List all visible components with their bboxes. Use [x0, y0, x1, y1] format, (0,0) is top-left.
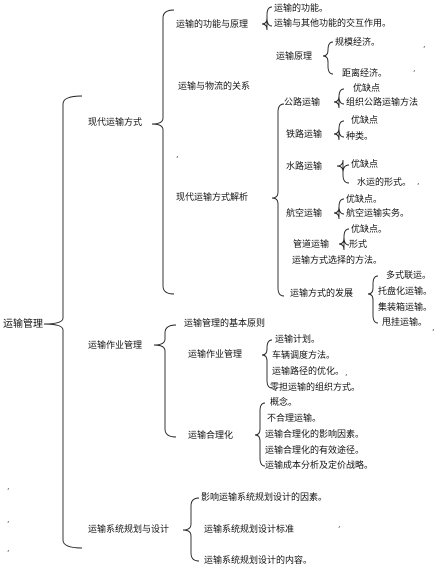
leaf-air-practice: 航空运输实务。 [346, 209, 410, 219]
brace-connector [333, 120, 345, 141]
leaf-concept: 概念。 [270, 398, 298, 408]
leaf-water-forms: 水运的形式。 [357, 178, 412, 188]
leaf-route-optimization: 运输路径的优化。 [272, 367, 345, 377]
leaf-cost-pricing: 运输成本分析及定价战略。 [265, 461, 374, 471]
brace-connector [338, 228, 350, 251]
node-transport-principle: 运输原理 [276, 52, 313, 62]
leaf-effective-ways: 运输合理化的有效途径。 [265, 446, 365, 456]
stray-mark: , [417, 177, 420, 186]
leaf-ltl-organization: 零担运输的组织方式。 [270, 383, 361, 393]
node-basic-principle: 运输管理的基本原则 [184, 319, 266, 329]
brace-connector [182, 497, 200, 562]
brace-connector [333, 198, 345, 220]
leaf-drop-pull: 甩挂运输。 [382, 318, 428, 328]
leaf-pipeline-pros: 优缺点。 [351, 225, 388, 235]
leaf-planning-factors: 影响运输系统规划设计的因素。 [201, 493, 328, 503]
stray-mark: , [7, 544, 10, 553]
leaf-irrational: 不合理运输。 [267, 414, 322, 424]
leaf-dispatch: 车辆调度方法。 [272, 351, 336, 361]
node-logistics-relation: 运输与物流的关系 [178, 82, 251, 92]
stray-mark: , [338, 520, 341, 529]
leaf-pallet: 托盘化运输。 [378, 287, 433, 297]
stray-mark: , [345, 368, 348, 377]
root-node: 运输管理 [3, 319, 43, 330]
leaf-water-pros: 优缺点 [351, 160, 379, 170]
node-rationalization: 运输合理化 [188, 431, 234, 441]
leaf-air-pros: 优缺点。 [346, 195, 383, 205]
leaf-pipeline-forms: 形式 [349, 240, 368, 250]
leaf-economy-distance: 距离经济。 [342, 69, 388, 79]
leaf-economy-scale: 规模经济。 [335, 38, 381, 48]
brace-connector [271, 103, 285, 297]
leaf-interaction: 运输与其他功能的交互作用。 [274, 19, 392, 29]
section-modern-transport: 现代运输方式 [88, 118, 143, 128]
leaf-rail-types: 种类。 [346, 132, 374, 142]
leaf-multimodal: 多式联运。 [386, 271, 432, 281]
brace-connector [367, 275, 379, 324]
brace-connector [261, 339, 273, 389]
stray-mark: , [423, 40, 426, 49]
leaf-influencing-factors: 运输合理化的影响因素。 [265, 430, 365, 440]
node-mode-development: 运输方式的发展 [290, 289, 354, 299]
stray-mark: , [7, 515, 10, 524]
stray-mark: , [176, 150, 179, 159]
node-mode-selection: 运输方式选择的方法。 [292, 256, 383, 266]
leaf-road-method: 组织公路运输方法 [346, 98, 419, 108]
node-functions-principles: 运输的功能与原理 [176, 20, 249, 30]
brace-connector [333, 88, 345, 109]
leaf-transport-function: 运输的功能。 [274, 4, 329, 14]
stray-mark: , [432, 323, 435, 332]
brace-connector [336, 159, 350, 184]
section-system-planning: 运输系统规划与设计 [88, 525, 170, 535]
section-operation-management: 运输作业管理 [88, 341, 143, 351]
brace-connector [151, 9, 175, 295]
node-pipeline: 管道运输 [293, 240, 330, 250]
node-operation: 运输作业管理 [188, 350, 243, 360]
brace-connector [43, 95, 83, 549]
brace-connector [322, 41, 334, 75]
node-air: 航空运输 [286, 209, 323, 219]
stray-mark: , [413, 64, 416, 73]
node-modes-analysis: 现代运输方式解析 [176, 193, 249, 203]
node-road: 公路运输 [284, 98, 321, 108]
brace-connector [153, 324, 177, 438]
leaf-plan: 运输计划。 [275, 335, 321, 345]
leaf-planning-content: 运输系统规划设计的内容。 [204, 556, 313, 566]
brace-connector [254, 402, 266, 467]
brace-connector [261, 6, 273, 31]
leaf-container: 集装箱运输。 [378, 303, 433, 313]
node-water: 水路运输 [286, 162, 323, 172]
leaf-planning-standards: 运输系统规划设计标准 [204, 525, 295, 535]
stray-mark: , [7, 482, 10, 491]
leaf-road-pros: 优缺点 [353, 84, 381, 94]
node-rail: 铁路运输 [286, 130, 323, 140]
leaf-rail-pros: 优缺点 [351, 116, 379, 126]
